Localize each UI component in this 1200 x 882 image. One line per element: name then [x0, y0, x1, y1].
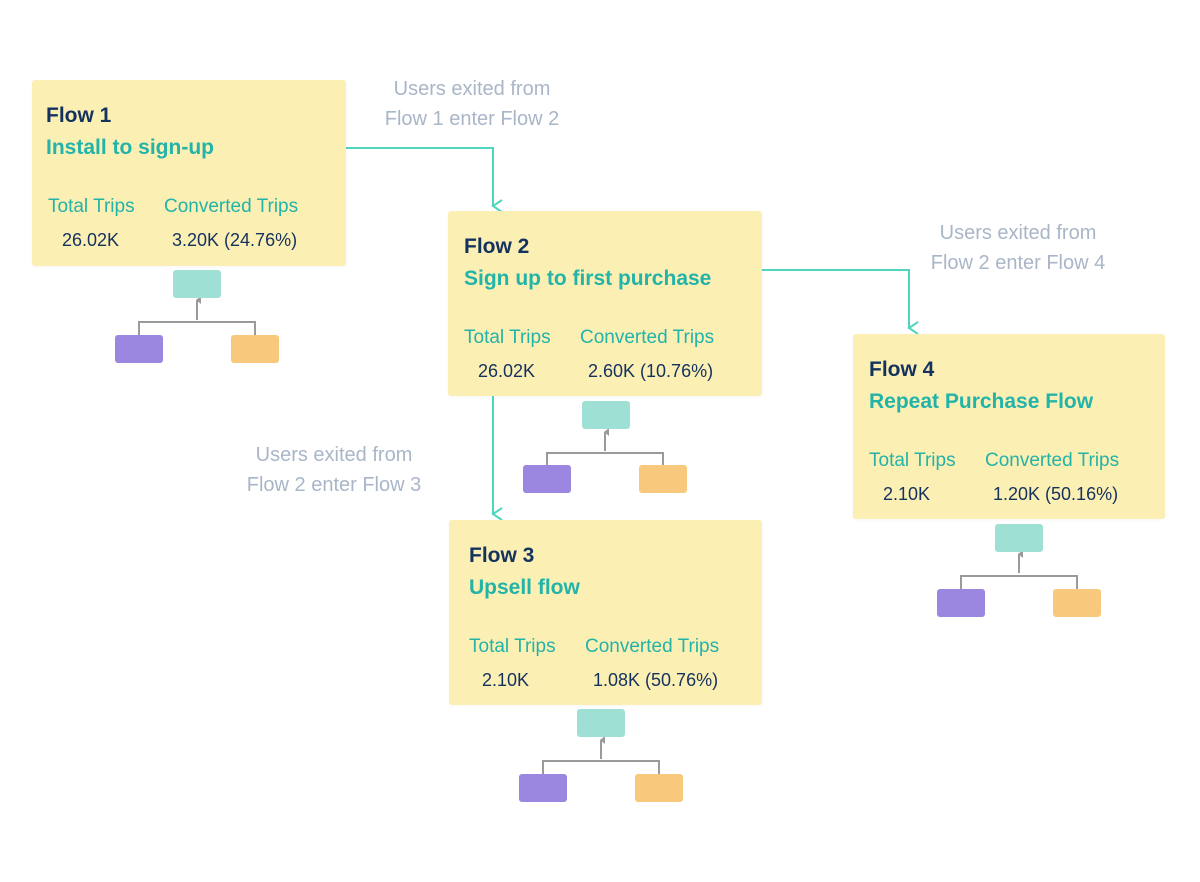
mini-tree-root-node — [995, 524, 1043, 552]
transition-note-line1: Users exited from — [939, 222, 1097, 244]
total-trips-label: Total Trips — [48, 196, 135, 217]
flow-card-3[interactable]: Flow 3 Upsell flow Total Trips Converted… — [449, 520, 762, 705]
flow-description: Install to sign-up — [46, 136, 214, 159]
total-trips-label: Total Trips — [869, 450, 956, 471]
transition-note-line2: Flow 1 enter Flow 2 — [384, 108, 560, 130]
flow-name: Flow 1 — [46, 104, 112, 127]
mini-tree-right-node — [639, 465, 687, 493]
mini-tree-left-node — [937, 589, 985, 617]
mini-tree-right-node — [635, 774, 683, 802]
flow-description: Repeat Purchase Flow — [869, 390, 1094, 413]
connector-flow1-flow2 — [346, 147, 503, 213]
connector-flow2-flow4 — [762, 269, 919, 335]
flow-name: Flow 4 — [869, 358, 935, 381]
total-trips-value: 26.02K — [62, 230, 120, 250]
converted-trips-value: 2.60K (10.76%) — [588, 361, 714, 381]
transition-note-flow1-flow2: Users exited from Flow 1 enter Flow 2 — [372, 74, 572, 134]
mini-tree-left-node — [519, 774, 567, 802]
converted-trips-value: 1.20K (50.16%) — [993, 484, 1119, 504]
flow-card-2[interactable]: Flow 2 Sign up to first purchase Total T… — [448, 211, 762, 396]
converted-trips-label: Converted Trips — [580, 327, 715, 348]
mini-tree-root-node — [582, 401, 630, 429]
total-trips-value: 26.02K — [478, 361, 536, 381]
mini-tree-root-node — [173, 270, 221, 298]
mini-tree-right-node — [231, 335, 279, 363]
transition-note-line2: Flow 2 enter Flow 4 — [930, 252, 1106, 274]
total-trips-label: Total Trips — [464, 327, 551, 348]
flow-card-1[interactable]: Flow 1 Install to sign-up Total Trips Co… — [32, 80, 346, 266]
flow-name: Flow 3 — [469, 544, 535, 567]
total-trips-value: 2.10K — [883, 484, 931, 504]
converted-trips-value: 3.20K (24.76%) — [172, 230, 298, 250]
mini-tree-flow4-lines — [960, 550, 1078, 589]
mini-tree-root-node — [577, 709, 625, 737]
transition-note-line1: Users exited from — [393, 78, 551, 100]
transition-note-flow2-flow3: Users exited from Flow 2 enter Flow 3 — [234, 440, 434, 500]
mini-tree-flow1-lines — [138, 296, 256, 335]
flow-description: Upsell flow — [469, 576, 580, 599]
mini-tree-right-node — [1053, 589, 1101, 617]
transition-note-flow2-flow4: Users exited from Flow 2 enter Flow 4 — [918, 218, 1118, 278]
transition-note-line1: Users exited from — [255, 444, 413, 466]
converted-trips-value: 1.08K (50.76%) — [593, 670, 719, 690]
total-trips-value: 2.10K — [482, 670, 530, 690]
mini-tree-left-node — [115, 335, 163, 363]
converted-trips-label: Converted Trips — [164, 196, 299, 217]
flow-description: Sign up to first purchase — [464, 267, 712, 290]
mini-tree-flow3-lines — [542, 736, 660, 774]
flow-name: Flow 2 — [464, 235, 530, 258]
transition-note-line2: Flow 2 enter Flow 3 — [246, 474, 422, 496]
mini-tree-left-node — [523, 465, 571, 493]
flow-card-4[interactable]: Flow 4 Repeat Purchase Flow Total Trips … — [853, 334, 1165, 519]
mini-tree-flow2-lines — [546, 428, 664, 465]
converted-trips-label: Converted Trips — [585, 636, 720, 657]
total-trips-label: Total Trips — [469, 636, 556, 657]
converted-trips-label: Converted Trips — [985, 450, 1120, 471]
